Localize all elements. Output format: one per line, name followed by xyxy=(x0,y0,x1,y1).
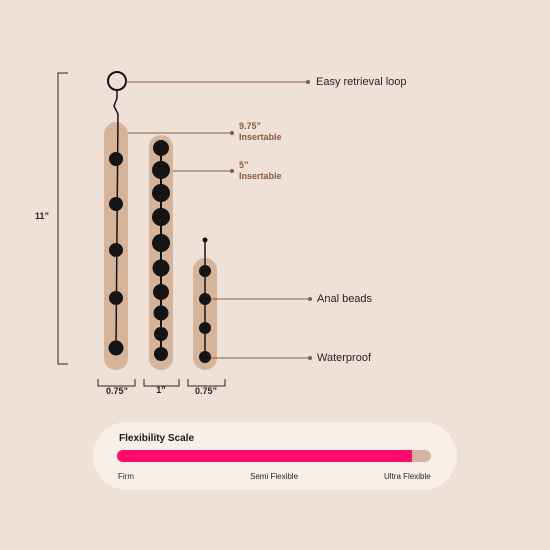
bead xyxy=(109,197,123,211)
flexibility-title: Flexibility Scale xyxy=(119,433,195,444)
width-brackets xyxy=(97,379,226,387)
beads-left xyxy=(108,152,124,356)
bead xyxy=(153,284,169,300)
flexibility-fill xyxy=(117,450,413,462)
scale-label-firm: Firm xyxy=(118,472,134,481)
beads-middle xyxy=(152,140,170,361)
bead xyxy=(108,340,124,356)
loop-label: Easy retrieval loop xyxy=(316,76,407,88)
retrieval-loop xyxy=(107,71,127,91)
width-right: 0.75” xyxy=(194,386,218,396)
bead xyxy=(109,152,123,166)
flexibility-card: Flexibility Scale Firm Semi Flexible Ult… xyxy=(93,422,457,490)
width-middle: 1” xyxy=(156,385,166,395)
bead xyxy=(152,208,170,226)
bead xyxy=(199,265,211,277)
total-length: 11” xyxy=(34,211,49,221)
bead xyxy=(109,243,123,257)
flexibility-track xyxy=(117,450,431,462)
insertable-long-value: 9.75” xyxy=(239,121,262,131)
bead xyxy=(152,161,170,179)
bead xyxy=(152,184,170,202)
cord-left xyxy=(113,90,119,349)
bead xyxy=(199,293,211,305)
bead xyxy=(153,305,169,321)
scale-label-semi: Semi Flexible xyxy=(250,472,299,481)
bead xyxy=(152,234,170,252)
insertable-long-label: Insertable xyxy=(239,132,282,142)
callout-lines xyxy=(126,80,312,360)
bead xyxy=(199,322,211,334)
length-bracket xyxy=(57,72,68,365)
bead xyxy=(109,291,123,305)
bead xyxy=(152,259,170,277)
waterproof-label: Waterproof xyxy=(317,352,372,364)
scale-label-ultra: Ultra Flexible xyxy=(384,472,431,481)
insertable-short-label: Insertable xyxy=(239,171,282,181)
width-left: 0.75” xyxy=(105,386,129,396)
insertable-short-value: 5” xyxy=(239,160,249,170)
beads-label: Anal beads xyxy=(317,293,373,305)
beads-right xyxy=(199,265,211,363)
bead xyxy=(199,351,211,363)
bead xyxy=(154,327,168,341)
bead xyxy=(154,347,168,361)
bead xyxy=(153,140,169,156)
